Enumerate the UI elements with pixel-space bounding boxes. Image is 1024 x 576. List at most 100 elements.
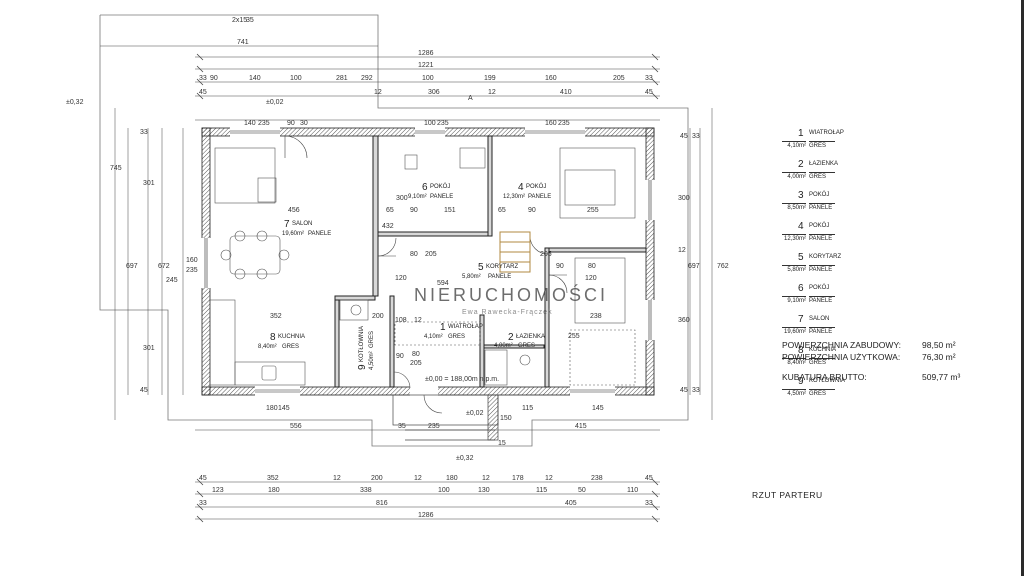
svg-text:SALON: SALON: [292, 221, 312, 227]
svg-text:PANELE: PANELE: [430, 194, 453, 200]
svg-text:9,10m²: 9,10m²: [408, 194, 427, 200]
legend-name: WIATROŁAP: [809, 130, 844, 136]
svg-text:352: 352: [267, 475, 279, 482]
dim-overall-bottom: 1286: [418, 512, 434, 519]
dimension-lines: [100, 45, 713, 520]
dim-1221: 1221: [418, 62, 434, 69]
legend-num: 1: [798, 128, 804, 139]
svg-text:238: 238: [590, 313, 602, 320]
svg-text:12: 12: [678, 247, 686, 254]
summary-row: POWIERZCHNIA ZABUDOWY: 98,50 m²: [782, 340, 956, 350]
legend-area: 8,40m²: [782, 358, 806, 366]
legend-name: ŁAZIENKA: [809, 161, 839, 167]
staircase-symbol: [499, 231, 531, 273]
interior-walls: [334, 135, 647, 388]
dim-overall-top: 1286: [418, 50, 434, 57]
svg-text:100: 100: [422, 75, 434, 82]
svg-text:352: 352: [270, 313, 282, 320]
svg-text:150: 150: [500, 415, 512, 422]
svg-text:672: 672: [158, 263, 170, 270]
legend-num: 3: [798, 190, 804, 201]
svg-text:90: 90: [410, 207, 418, 214]
svg-text:33: 33: [140, 129, 148, 136]
svg-text:90: 90: [528, 207, 536, 214]
window-lines: [204, 130, 652, 393]
svg-text:301: 301: [143, 345, 155, 352]
svg-text:GRES: GRES: [448, 334, 465, 340]
svg-text:180: 180: [266, 405, 278, 412]
legend-name: POKÓJ: [809, 192, 830, 198]
svg-text:33: 33: [692, 133, 700, 140]
dim-right: 762 697 45 33 300 12 360 45 33: [678, 133, 729, 394]
svg-text:108: 108: [395, 317, 407, 324]
svg-text:KUCHNIA: KUCHNIA: [278, 334, 305, 340]
svg-text:GRES: GRES: [282, 344, 299, 350]
dim-top-row3: 140 235 90 30 100 235 160 235: [244, 120, 570, 127]
svg-text:238: 238: [591, 475, 603, 482]
svg-text:90: 90: [287, 120, 295, 127]
legend-area: 8,50m²: [782, 203, 806, 211]
svg-text:1: 1: [440, 322, 446, 333]
legend-area: 5,80m²: [782, 265, 806, 273]
level-marks: ±0,32 ±0,02 ±0,02 ±0,32 ±0,00 = 188,00m …: [66, 17, 604, 462]
svg-text:A: A: [468, 95, 473, 102]
legend-name: POKÓJ: [809, 223, 830, 229]
svg-text:4,00m²: 4,00m²: [494, 343, 513, 349]
svg-text:12: 12: [374, 89, 382, 96]
svg-text:90: 90: [210, 75, 218, 82]
svg-text:33: 33: [645, 75, 653, 82]
svg-text:POKÓJ: POKÓJ: [430, 183, 450, 190]
svg-text:300: 300: [678, 195, 690, 202]
legend-area: 4,50m²: [782, 389, 806, 397]
legend-name: SALON: [809, 316, 830, 322]
svg-text:205: 205: [613, 75, 625, 82]
dim-bottom-row1: 45 352 12 200 12 180 12 178 12 238 45: [199, 475, 653, 482]
svg-text:100: 100: [438, 487, 450, 494]
svg-text:30: 30: [300, 120, 308, 127]
legend-num: 6: [798, 283, 804, 294]
svg-text:594: 594: [437, 280, 449, 287]
dim-left: 745 697 672 33 301 160 235 301 45 245: [110, 129, 198, 394]
svg-text:45: 45: [199, 475, 207, 482]
svg-text:255: 255: [568, 333, 580, 340]
svg-text:33: 33: [199, 500, 207, 507]
svg-text:697: 697: [126, 263, 138, 270]
svg-text:100: 100: [424, 120, 436, 127]
svg-text:115: 115: [536, 487, 547, 494]
svg-text:180: 180: [268, 487, 280, 494]
svg-text:205: 205: [425, 251, 437, 258]
watermark-text: NIERUCHOMOŚCI: [414, 285, 609, 305]
room-label-wiatrolap: 1 WIATROŁAP 4,10m² GRES: [424, 322, 483, 340]
svg-text:65: 65: [498, 207, 506, 214]
svg-text:160: 160: [545, 75, 557, 82]
legend-num: 9: [798, 376, 804, 387]
svg-text:140: 140: [249, 75, 261, 82]
svg-text:12: 12: [545, 475, 553, 482]
svg-text:151: 151: [444, 207, 456, 214]
svg-text:292: 292: [361, 75, 373, 82]
svg-text:456: 456: [288, 207, 300, 214]
svg-text:745: 745: [110, 165, 122, 172]
svg-text:±0,02: ±0,02: [266, 99, 284, 106]
svg-text:130: 130: [478, 487, 490, 494]
svg-text:6: 6: [422, 182, 428, 193]
svg-text:816: 816: [376, 500, 388, 507]
dim-roof-width: 741: [237, 39, 249, 46]
svg-text:PANELE: PANELE: [528, 194, 551, 200]
room-label-lazienka: 2 ŁAZIENKA 4,00m² GRES: [494, 332, 545, 349]
room-label-kuchnia: 8 KUCHNIA 8,40m² GRES: [258, 332, 305, 350]
svg-text:110: 110: [627, 487, 638, 494]
svg-text:145: 145: [278, 405, 290, 412]
svg-text:360: 360: [678, 317, 690, 324]
svg-text:45: 45: [140, 387, 148, 394]
svg-text:35: 35: [398, 423, 406, 430]
svg-text:556: 556: [290, 423, 302, 430]
svg-text:120: 120: [585, 275, 597, 282]
svg-text:50: 50: [578, 487, 586, 494]
svg-text:8,40m²: 8,40m²: [258, 344, 277, 350]
svg-text:80: 80: [588, 263, 596, 270]
